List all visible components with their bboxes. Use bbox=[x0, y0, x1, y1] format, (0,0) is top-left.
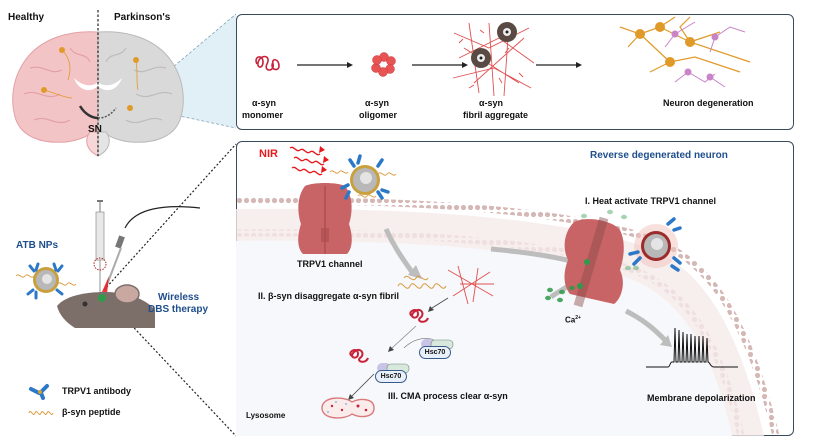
legend-peptide-icon bbox=[28, 411, 54, 415]
arrow-3-icon bbox=[536, 62, 582, 68]
cma-pathway-illustration bbox=[321, 297, 449, 419]
legend-peptide-label: β-syn peptide bbox=[62, 407, 121, 417]
stage-fibril-line1: α-syn bbox=[479, 98, 504, 108]
heated-nanoparticle-icon bbox=[628, 217, 682, 272]
legend-antibody-label: TRPV1 antibody bbox=[62, 386, 132, 396]
arrow-1-icon bbox=[297, 62, 353, 68]
calcium-label: Ca2+ bbox=[565, 313, 581, 326]
trpv1-channel-open-icon bbox=[564, 216, 624, 308]
dbs-therapy-label: DBS therapy bbox=[148, 304, 209, 315]
calcium-text: Ca bbox=[565, 315, 576, 325]
brain-section-illustration bbox=[12, 10, 184, 157]
arrow-2-icon bbox=[412, 62, 468, 68]
sn-label: SN bbox=[88, 124, 102, 135]
step2-disaggregate-label: II. β-syn disaggregate α-syn fibril bbox=[258, 291, 400, 301]
fibril-aggregate-icon bbox=[452, 22, 535, 97]
action-potential-trace-icon bbox=[646, 327, 738, 368]
legend-antibody-icon bbox=[29, 384, 49, 400]
stage-monomer-line1: α-syn bbox=[252, 98, 277, 108]
atb-nanoparticle-icon bbox=[15, 262, 77, 300]
mouse-with-syringe-illustration bbox=[57, 200, 201, 328]
stage-fibril-line2: fibril aggregate bbox=[463, 110, 529, 120]
healthy-label: Healthy bbox=[8, 12, 45, 23]
calcium-ions-icon bbox=[545, 209, 639, 303]
lysosome-label: Lysosome bbox=[246, 411, 286, 420]
trpv1-channel-label: TRPV1 channel bbox=[297, 259, 363, 269]
stage-oligomer-line2: oligomer bbox=[359, 110, 398, 120]
calcium-charge: 2+ bbox=[575, 315, 581, 321]
hsc70-badge-top: Hsc70 bbox=[419, 346, 451, 359]
oligomer-cluster-icon bbox=[371, 52, 396, 77]
wireless-label: Wireless bbox=[158, 292, 200, 303]
atb-nanoparticle-membrane-icon bbox=[329, 154, 397, 200]
trpv1-channel-closed-icon bbox=[298, 183, 352, 254]
panel-title: Reverse degenerated neuron bbox=[590, 150, 728, 161]
step3-cma-label: III. CMA process clear α-syn bbox=[388, 391, 508, 401]
step1-heat-activate-label: I. Heat activate TRPV1 channel bbox=[585, 196, 717, 206]
membrane-depolarization-label: Membrane depolarization bbox=[647, 393, 756, 403]
monomer-coil-icon bbox=[255, 55, 280, 71]
parkinsons-label: Parkinson's bbox=[114, 12, 171, 23]
peptide-fibril-interaction-icon bbox=[397, 265, 494, 305]
hsc70-badge-bottom: Hsc70 bbox=[375, 370, 407, 383]
atb-nps-label: ATB NPs bbox=[16, 240, 59, 251]
stage-oligomer-line1: α-syn bbox=[365, 98, 390, 108]
nir-waves-icon bbox=[289, 146, 329, 176]
neuron-network-icon bbox=[619, 16, 751, 88]
stage-neuron-degeneration: Neuron degeneration bbox=[663, 98, 754, 108]
stage-monomer-line2: monomer bbox=[242, 110, 284, 120]
nir-label: NIR bbox=[259, 148, 278, 160]
